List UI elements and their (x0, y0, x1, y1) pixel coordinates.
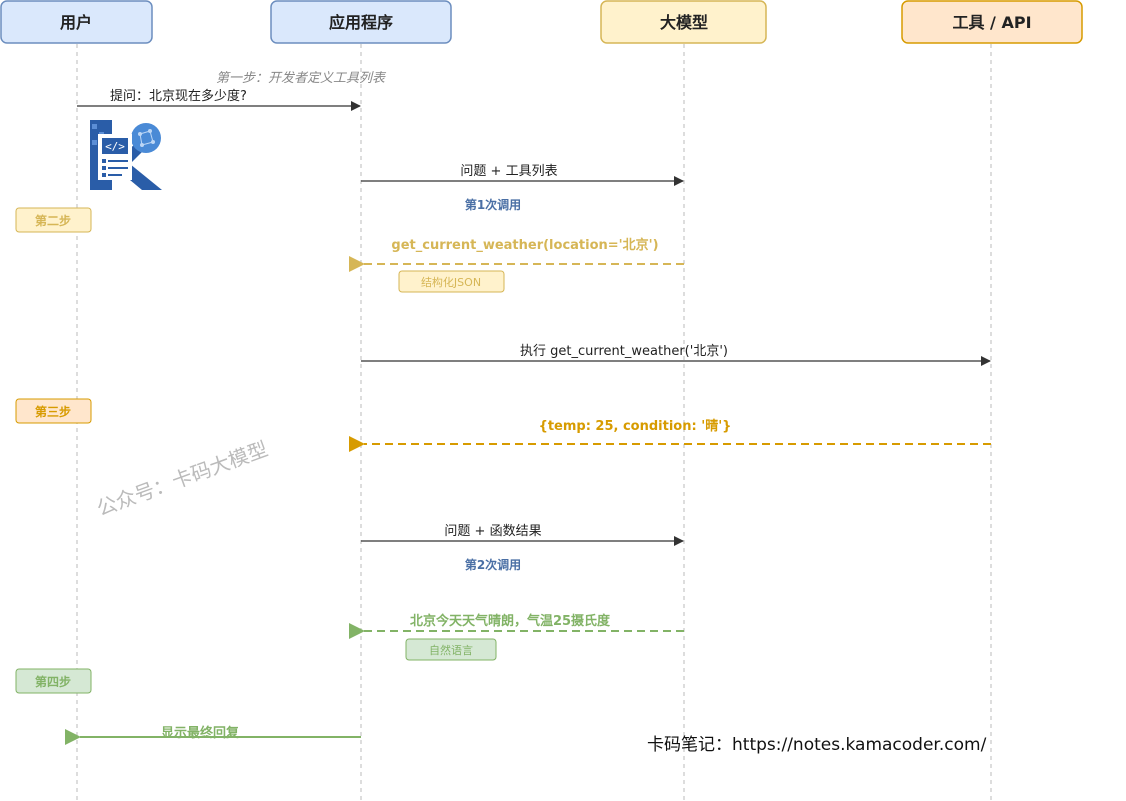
natural-language-tag: 自然语言 (405, 638, 497, 661)
participant-llm-label: 大模型 (660, 13, 708, 32)
svg-text:</>: </> (105, 140, 125, 153)
message-1-label: 提问：北京现在多少度? (110, 88, 247, 104)
step1-note: 第一步：开发者定义工具列表 (216, 70, 387, 86)
json-tag-label: 结构化JSON (421, 275, 481, 289)
participant-user-label: 用户 (60, 13, 92, 32)
participant-user: 用户 (0, 0, 153, 44)
participant-app-label: 应用程序 (329, 13, 393, 32)
json-tag: 结构化JSON (398, 270, 505, 293)
message-6-label: 问题 + 函数结果 (444, 524, 541, 539)
code-brain-logo-icon: </> (90, 120, 162, 190)
lifelines (76, 44, 992, 801)
step4-badge: 第四步 (15, 668, 92, 694)
step2-badge: 第二步 (15, 207, 92, 233)
watermark: 公众号：卡码大模型 (94, 437, 271, 521)
message-4-label: 执行 get_current_weather('北京') (520, 344, 728, 359)
message-8-label: 显示最终回复 (161, 725, 240, 741)
message-3-label: get_current_weather(location='北京') (391, 237, 658, 253)
step4-label: 第四步 (35, 674, 71, 689)
participant-app: 应用程序 (270, 0, 452, 44)
participant-llm: 大模型 (600, 0, 767, 44)
participant-tool-label: 工具 / API (952, 13, 1031, 32)
step3-badge: 第三步 (15, 398, 92, 424)
message-7-label: 北京今天天气晴朗，气温25摄氏度 (410, 613, 611, 629)
step2-label: 第二步 (35, 213, 71, 228)
second-call-note: 第2次调用 (465, 557, 521, 572)
step3-label: 第三步 (35, 404, 71, 419)
message-2-label: 问题 + 工具列表 (460, 164, 557, 179)
participant-tool: 工具 / API (901, 0, 1083, 44)
footer-link: 卡码笔记：https://notes.kamacoder.com/ (647, 735, 987, 755)
message-5-label: {temp: 25, condition: '晴'} (539, 418, 732, 434)
natural-language-tag-label: 自然语言 (429, 643, 473, 657)
first-call-note: 第1次调用 (465, 197, 521, 212)
